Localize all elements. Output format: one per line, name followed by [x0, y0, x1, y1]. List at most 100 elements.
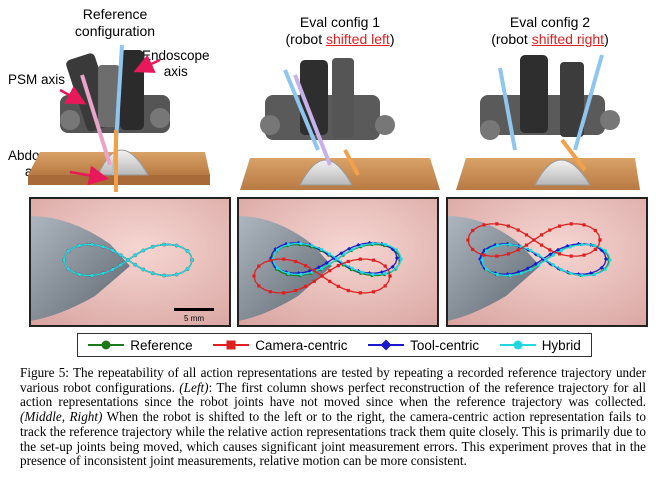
hybrid-p3-point — [495, 272, 500, 277]
robot-photo-reference — [28, 44, 640, 192]
figure-caption: Figure 5: The repeatability of all actio… — [20, 365, 646, 469]
tool-centric-p2-point — [324, 260, 329, 265]
hybrid-p1-point — [151, 245, 155, 249]
title-line: Reference — [82, 6, 148, 22]
tool-centric-p2-point — [395, 256, 399, 260]
hybrid-p1-point — [101, 245, 105, 249]
camera-centric-p2-point — [336, 264, 340, 268]
hybrid-p3-point — [559, 267, 563, 272]
tool-centric-p2-point — [273, 247, 278, 252]
legend-label: Hybrid — [541, 337, 581, 353]
hybrid-p1-point — [101, 271, 105, 275]
hybrid-p3-point — [603, 267, 608, 271]
camera-centric-p3-point — [482, 223, 486, 227]
hybrid-p1-point — [111, 248, 115, 253]
hybrid-p1-point — [185, 267, 190, 271]
title-highlight: shifted left — [325, 31, 390, 47]
camera-centric-p2-point — [268, 290, 273, 294]
camera-centric-p2-point — [383, 264, 387, 268]
hybrid-p1-point — [66, 249, 71, 253]
hybrid-p3-point — [608, 258, 612, 262]
camera-centric-p2-point — [282, 257, 286, 261]
camera-centric-p3-point — [524, 243, 529, 247]
tool-centric-p3-point — [599, 265, 604, 270]
camera-centric-p2-point — [346, 259, 350, 264]
camera-centric-p2-point — [336, 284, 340, 288]
camera-centric-p2-point — [257, 284, 261, 288]
legend-label: Reference — [130, 337, 193, 353]
title-prefix: (robot — [491, 31, 532, 47]
camera-centric-p3-point — [539, 243, 544, 247]
hybrid-p3-point — [603, 249, 608, 253]
legend-label: Camera-centric — [255, 337, 348, 353]
hybrid-p1-point — [141, 248, 145, 253]
camera-centric-p3-point — [539, 233, 544, 237]
hybrid-p2-point — [360, 270, 364, 274]
hybrid-p3-point — [551, 263, 555, 267]
hybrid-marker-icon — [499, 340, 536, 350]
hybrid-p2-point — [286, 271, 291, 276]
hybrid-p1-point — [133, 253, 137, 257]
title-highlight: shifted right — [531, 31, 605, 47]
scale-bar: 5 mm — [174, 308, 214, 323]
hybrid-p3-point — [495, 243, 500, 248]
camera-centric-p2-point — [358, 257, 362, 261]
hybrid-p2-point — [394, 266, 399, 270]
camera-centric-p3-point — [557, 252, 562, 256]
hybrid-p3-point — [544, 258, 548, 262]
camera-centric-p2-point — [328, 279, 332, 283]
hybrid-p3-point — [480, 258, 484, 262]
hybrid-p1-point — [90, 273, 94, 278]
hybrid-p3-point — [537, 253, 541, 257]
camera-centric-p3-point — [598, 238, 602, 242]
hybrid-p3-point — [580, 273, 584, 278]
robot-scene-3 — [456, 54, 640, 190]
camera-centric-p2-point — [371, 258, 376, 262]
hybrid-p1-point — [151, 271, 155, 275]
camera-centric-p2-point — [252, 274, 256, 278]
hybrid-p1-point — [133, 263, 137, 267]
hybrid-p3-point — [592, 272, 597, 277]
hybrid-p1-point — [62, 258, 66, 262]
hybrid-p1-point — [119, 253, 123, 257]
camera-centric-p2-point — [257, 264, 261, 268]
hybrid-p2-point — [360, 244, 364, 248]
title-suffix: ) — [604, 31, 609, 47]
hybrid-p2-point — [286, 242, 291, 247]
column-title-eval-config-1: Eval config 1 (robot shifted left) — [250, 14, 430, 48]
hybrid-p2-point — [275, 266, 280, 270]
title-line: (robot shifted right) — [460, 31, 640, 48]
column-title-reference: Reference configuration — [60, 6, 170, 40]
psm-axis-label: PSM axis — [8, 72, 66, 87]
camera-centric-p2-point — [312, 269, 316, 273]
hybrid-p3-point — [569, 245, 573, 249]
title-line: Eval config 1 — [299, 14, 381, 30]
hybrid-p3-point — [519, 271, 523, 275]
hybrid-p2-point — [371, 272, 375, 277]
camera-centric-p3-point — [557, 224, 562, 228]
hybrid-p2-point — [299, 241, 303, 246]
camera-centric-p3-point — [548, 228, 552, 232]
tool-centric-p3-point — [588, 271, 593, 276]
caption-text: When the robot is shifted to the left or… — [20, 409, 646, 469]
camera-centric-p3-point — [516, 248, 520, 252]
robot-scene-1 — [28, 44, 210, 192]
title-line: configuration — [74, 23, 156, 39]
camera-centric-p3-point — [471, 247, 475, 252]
hybrid-p1-point — [126, 258, 130, 262]
camera-centric-p2-point — [294, 288, 298, 293]
legend: Reference Camera-centric Tool-centric Hy… — [77, 333, 592, 357]
camera-centric-p2-point — [328, 269, 332, 273]
tool-centric-p2-point — [339, 251, 344, 256]
tool-centric-p3-point — [516, 270, 521, 275]
camera-centric-p2-point — [371, 290, 376, 294]
tool-centric-p3-point — [548, 252, 553, 257]
camera-centric-p3-point — [593, 228, 597, 233]
hybrid-p2-point — [328, 262, 332, 266]
hybrid-p3-point — [529, 248, 533, 253]
camera-centric-p3-point — [506, 224, 511, 228]
tool-centric-p3-point — [533, 261, 538, 266]
hybrid-p2-point — [383, 271, 388, 276]
hybrid-p1-point — [174, 272, 179, 277]
tool-centric-p3-point — [482, 248, 487, 253]
